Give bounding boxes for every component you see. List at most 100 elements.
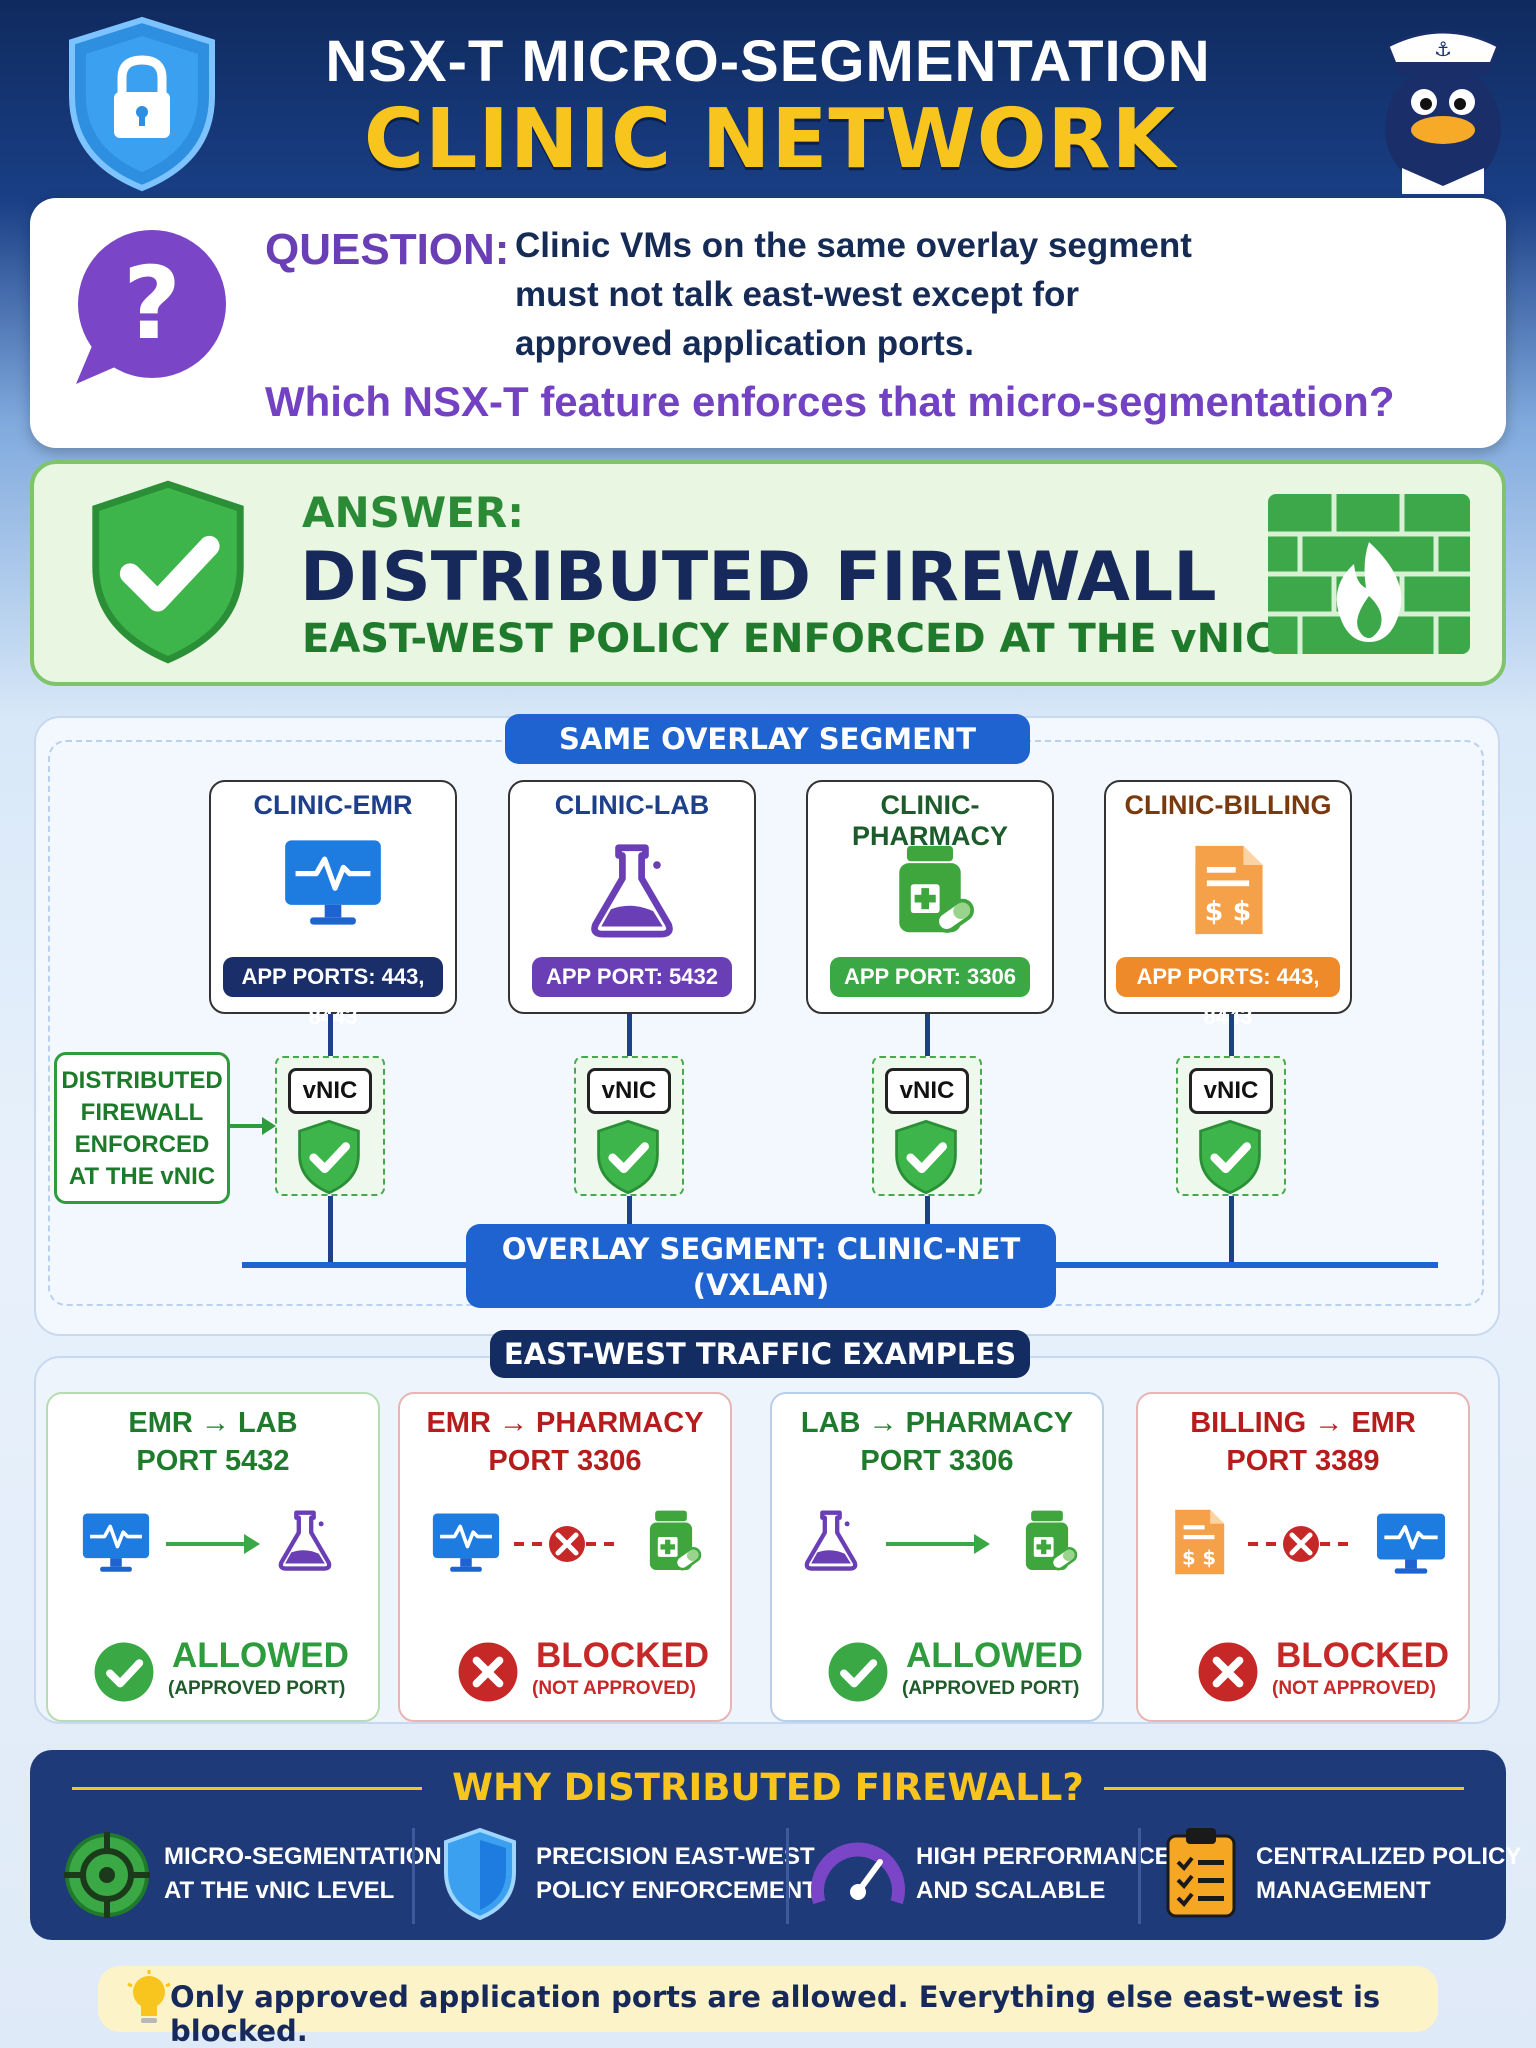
check-circle-icon: [92, 1640, 156, 1704]
traffic-status: BLOCKED: [536, 1636, 710, 1675]
traffic-port: PORT 3306: [488, 1445, 642, 1477]
traffic-port: PORT 3389: [1226, 1445, 1380, 1477]
dfw-note-line-3: ENFORCED: [74, 1131, 210, 1158]
svg-text:⚓: ⚓: [1434, 37, 1452, 61]
blocked-connection-icon: [1248, 1526, 1354, 1562]
header-subtitle: NSX-T MICRO-SEGMENTATION: [325, 29, 1211, 94]
vnic-billing[interactable]: vNIC: [1189, 1068, 1273, 1114]
x-circle-icon: [1196, 1640, 1260, 1704]
traffic-port: PORT 5432: [136, 1445, 290, 1477]
traffic-status: ALLOWED: [906, 1636, 1083, 1675]
traffic-status-note: (NOT APPROVED): [532, 1678, 696, 1699]
answer-panel: [30, 460, 1506, 686]
question-mark-icon: ?: [76, 230, 226, 384]
footer-note-panel: [98, 1966, 1438, 2032]
vnic-pharmacy[interactable]: vNIC: [885, 1068, 969, 1114]
traffic-status-note: (APPROVED PORT): [902, 1678, 1080, 1699]
traffic-port: PORT 3306: [860, 1445, 1014, 1477]
why-separator: [786, 1828, 789, 1924]
pill-bottle-icon: [638, 1504, 704, 1578]
question-ask: Which NSX-T feature enforces that micro-…: [265, 378, 1395, 425]
vm-ports-pharmacy: APP PORT: 3306: [830, 957, 1030, 997]
why-item-2-line-1: PRECISION EAST-WEST: [536, 1843, 815, 1870]
traffic-status-note: (NOT APPROVED): [1272, 1678, 1436, 1699]
shield-check-icon: [294, 1118, 364, 1196]
question-line-2: must not talk east-west except for: [515, 275, 1080, 314]
dfw-note-line-4: AT THE vNIC: [68, 1163, 216, 1190]
traffic-status: BLOCKED: [1276, 1636, 1450, 1675]
flask-icon: [274, 1504, 336, 1576]
question-line-3: approved application ports.: [515, 324, 974, 363]
gauge-icon: [811, 1842, 905, 1905]
why-separator: [1138, 1828, 1141, 1924]
dfw-note-line-2: FIREWALL: [80, 1099, 204, 1126]
why-title-rule-left: [72, 1787, 422, 1790]
monitor-icon: [80, 1510, 152, 1576]
vm-name-lab: CLINIC-LAB: [554, 790, 710, 820]
question-line-1: Clinic VMs on the same overlay segment: [515, 226, 1192, 265]
vm-name-billing: CLINIC-BILLING: [1124, 790, 1332, 820]
arrow-right-icon: [886, 1534, 990, 1554]
why-item-1-line-2: AT THE vNIC LEVEL: [164, 1877, 395, 1904]
why-item-3-line-2: AND SCALABLE: [916, 1877, 1106, 1904]
why-item-1: MICRO-SEGMENTATION AT THE vNIC LEVEL: [164, 1840, 442, 1908]
pill-bottle-icon: [882, 836, 978, 944]
traffic-flow: BILLING → EMR: [1190, 1407, 1416, 1439]
vm-ports-lab: APP PORT: 5432: [532, 957, 732, 997]
answer-subtitle: EAST-WEST POLICY ENFORCED AT THE vNIC: [302, 616, 1275, 662]
traffic-flow: EMR → PHARMACY: [426, 1407, 704, 1439]
invoice-icon: [1180, 836, 1276, 944]
why-item-4: CENTRALIZED POLICY MANAGEMENT: [1256, 1840, 1521, 1908]
shield-check-icon: [593, 1118, 663, 1196]
shield-check-icon: [891, 1118, 961, 1196]
vnic-emr[interactable]: vNIC: [288, 1068, 372, 1114]
arrow-right-icon: [166, 1534, 260, 1554]
monitor-icon: [430, 1510, 502, 1576]
monitor-icon: [1374, 1510, 1448, 1578]
traffic-flow: EMR → LAB: [128, 1407, 298, 1439]
flask-icon: [584, 836, 680, 944]
x-circle-icon: [456, 1640, 520, 1704]
why-item-1-line-1: MICRO-SEGMENTATION: [164, 1843, 442, 1870]
why-item-2: PRECISION EAST-WEST POLICY ENFORCEMENT: [536, 1840, 817, 1908]
lock-shield-icon: [69, 16, 215, 192]
traffic-title: EAST-WEST TRAFFIC EXAMPLES: [490, 1330, 1030, 1378]
flask-icon: [800, 1504, 862, 1576]
why-title-rule-right: [1104, 1787, 1464, 1790]
traffic-flow: LAB → PHARMACY: [800, 1407, 1074, 1439]
shield-check-icon: [1195, 1118, 1265, 1196]
blocked-connection-icon: [514, 1526, 620, 1562]
arrow-right-icon: [230, 1117, 276, 1135]
segment-title: SAME OVERLAY SEGMENT: [505, 714, 1030, 764]
question-label: QUESTION:: [265, 225, 510, 274]
why-item-4-line-2: MANAGEMENT: [1256, 1877, 1431, 1904]
overlay-line-1: OVERLAY SEGMENT: CLINIC-NET: [501, 1232, 1021, 1266]
check-circle-icon: [826, 1640, 890, 1704]
vm-name-emr: CLINIC-EMR: [253, 790, 413, 820]
vnic-lab[interactable]: vNIC: [587, 1068, 671, 1114]
dfw-enforced-note: DISTRIBUTED FIREWALL ENFORCED AT THE vNI…: [54, 1052, 230, 1204]
clipboard-icon: [1166, 1828, 1236, 1918]
sailor-duck-mascot-icon: ⚓: [1385, 30, 1501, 194]
shield-check-icon: [82, 474, 254, 670]
pill-bottle-icon: [1014, 1504, 1080, 1578]
why-separator: [412, 1828, 415, 1924]
overlay-line-2: (VXLAN): [692, 1268, 830, 1302]
target-icon: [64, 1832, 150, 1918]
why-panel: [30, 1750, 1506, 1940]
firewall-icon: [1268, 494, 1470, 654]
traffic-status-note: (APPROVED PORT): [168, 1678, 346, 1699]
why-item-4-line-1: CENTRALIZED POLICY: [1256, 1843, 1522, 1870]
why-item-3: HIGH PERFORMANCE AND SCALABLE: [916, 1840, 1171, 1908]
why-title: WHY DISTRIBUTED FIREWALL?: [452, 1766, 1084, 1809]
traffic-status: ALLOWED: [172, 1636, 349, 1675]
dfw-note-line-1: DISTRIBUTED: [61, 1067, 223, 1094]
invoice-icon: [1164, 1504, 1234, 1580]
svg-text:?: ?: [123, 245, 181, 362]
lightbulb-icon: [127, 1970, 171, 2023]
vm-ports-emr: APP PORTS: 443, 8443: [223, 957, 443, 1029]
answer-label: ANSWER:: [302, 488, 525, 537]
question-panel: [30, 198, 1506, 448]
why-item-3-line-1: HIGH PERFORMANCE: [916, 1843, 1171, 1870]
answer-title: DISTRIBUTED FIREWALL: [300, 538, 1217, 617]
